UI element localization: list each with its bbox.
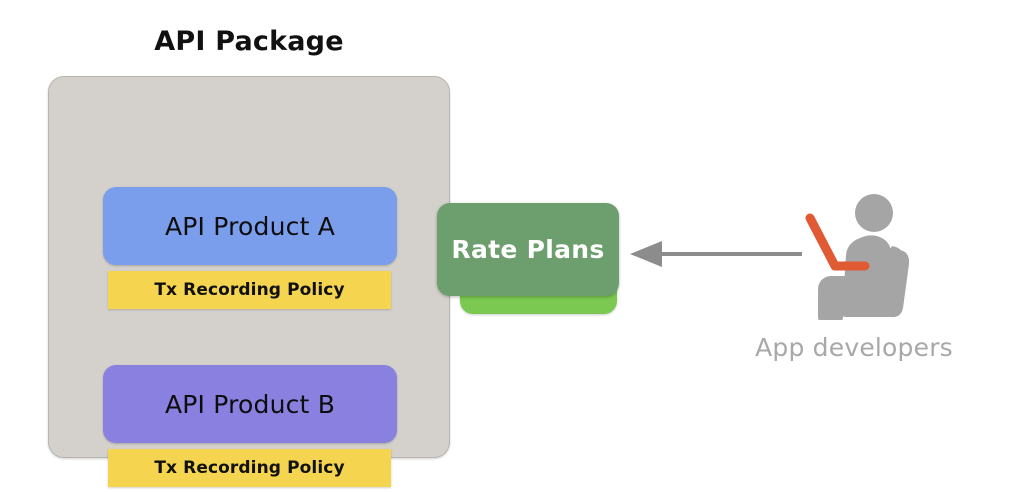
api-product-b-policy-bar[interactable]: Tx Recording Policy bbox=[108, 449, 391, 487]
api-product-a-box[interactable]: API Product A bbox=[103, 187, 397, 265]
developer-leg-icon bbox=[818, 286, 843, 324]
rate-plans-box[interactable]: Rate Plans bbox=[437, 203, 619, 296]
chair-icon bbox=[838, 250, 910, 318]
app-developer-icon bbox=[788, 190, 918, 324]
laptop-icon bbox=[805, 213, 870, 271]
api-product-b-box[interactable]: API Product B bbox=[103, 365, 397, 443]
arrow-left-icon bbox=[630, 241, 802, 267]
page-title: API Package bbox=[154, 26, 344, 57]
app-developers-label: App developers bbox=[755, 333, 953, 362]
api-package-container: API Product A Tx Recording Policy API Pr… bbox=[48, 76, 450, 487]
connector-arrow bbox=[630, 238, 802, 270]
api-product-a-policy-bar[interactable]: Tx Recording Policy bbox=[108, 271, 391, 309]
developer-head-icon bbox=[855, 194, 893, 232]
